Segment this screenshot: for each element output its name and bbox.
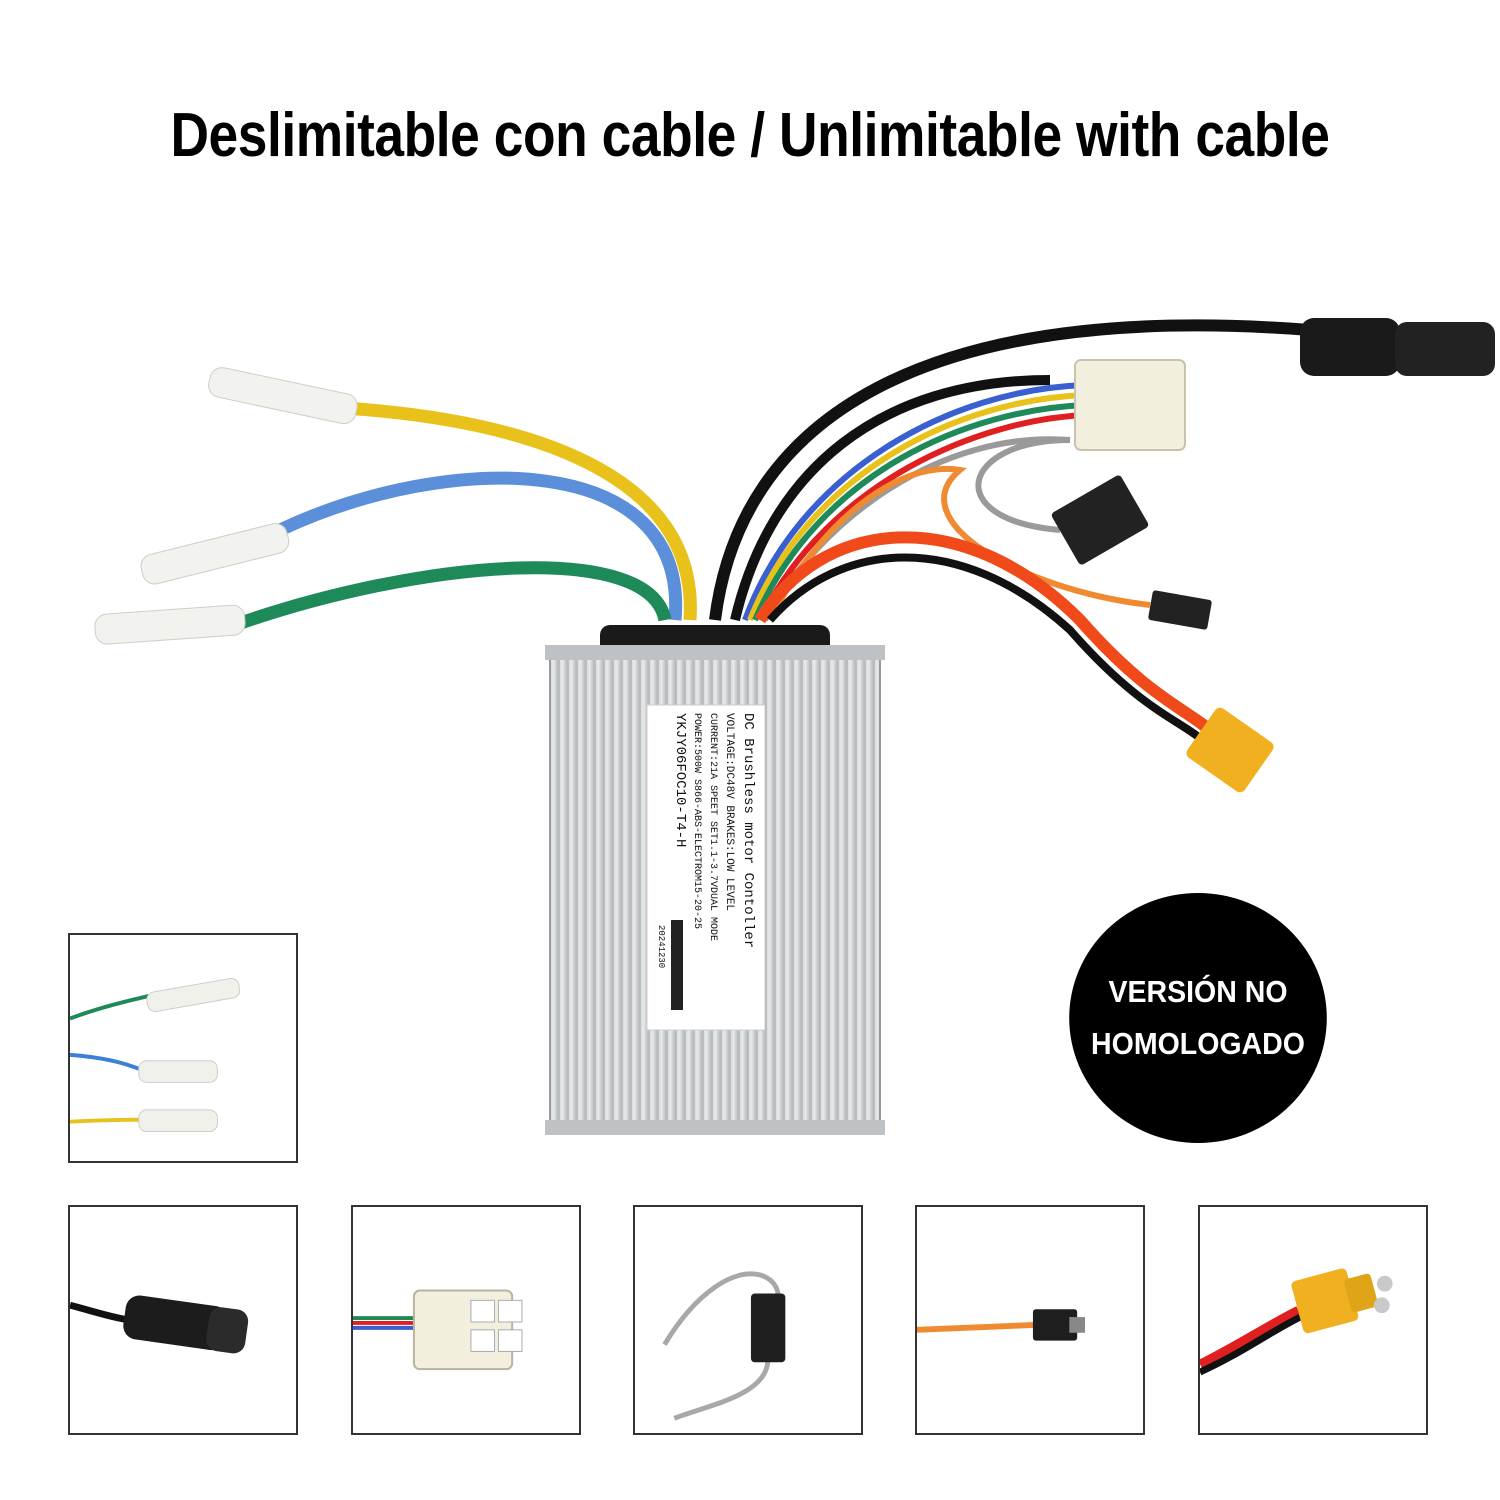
label-line-4: POWER:500W S866-ABS-ELECTROM15-20-25 (691, 713, 702, 929)
thumb-orange-connector (915, 1205, 1145, 1435)
gray-two-pin-connector (1051, 475, 1149, 565)
thumb-xt60-connector (1198, 1205, 1428, 1435)
page-title: Deslimitable con cable / Unlimitable wit… (170, 101, 1330, 170)
green-phase-wire (232, 561, 672, 632)
thumb-phase-wires (68, 933, 298, 1163)
yellow-phase-wire (344, 401, 697, 621)
spec-label: DC Brushless motor Contoller VOLTAGE:DC4… (646, 704, 766, 1031)
badge-line-1: VERSIÓN NO (1108, 974, 1288, 1009)
label-date: 20241230 (656, 925, 666, 968)
thumb-gray-connector (633, 1205, 863, 1435)
not-homologated-badge: VERSIÓN NO HOMOLOGADO (1069, 893, 1327, 1143)
label-line-3: CURRENT:21A SPEET SET1.1-3.7VDUAL MODE (707, 713, 718, 941)
blue-phase-wire (277, 471, 683, 621)
thumb-hall-connector (351, 1205, 581, 1435)
xt60-power-connector (1186, 707, 1274, 793)
orange-two-pin-connector (1148, 590, 1212, 630)
display-round-connector (1300, 318, 1495, 376)
red-power-wire (754, 531, 1220, 740)
thumb-display-connector (68, 1205, 298, 1435)
label-line-5: YKJY06FOC10-T4-H (672, 713, 688, 847)
hall-white-connector (1074, 359, 1186, 451)
controller-photo: DC Brushless motor Contoller VOLTAGE:DC4… (94, 318, 1495, 1135)
display-cable (709, 319, 1311, 621)
label-line-1: DC Brushless motor Contoller (740, 713, 756, 948)
label-line-2: VOLTAGE:DC48V BRAKES:LOW LEVEL (723, 713, 735, 911)
phase-connectors (94, 367, 358, 645)
badge-line-2: HOMOLOGADO (1091, 1026, 1305, 1061)
